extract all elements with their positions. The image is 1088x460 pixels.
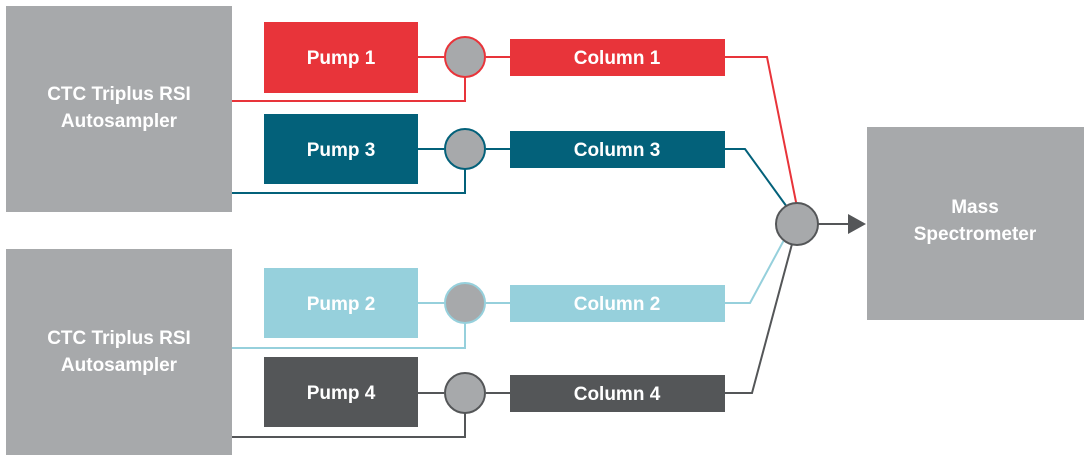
column-1-box (510, 39, 725, 76)
valve-icon (444, 372, 486, 414)
pump-3-label: Pump 3 (307, 140, 376, 161)
line-autosampler-valve-2 (232, 323, 466, 349)
connection-lines (232, 56, 850, 438)
pump-1-label: Pump 1 (307, 48, 376, 69)
merge-valve-icon (775, 202, 819, 246)
mass-spectrometer-label-line2: Spectrometer (914, 224, 1037, 245)
arrow-right-icon (848, 214, 866, 234)
column-4-box (510, 375, 725, 412)
column-1-label: Column 1 (574, 48, 661, 69)
valve-icon (444, 128, 486, 170)
line-column4-merge (725, 243, 793, 394)
column-3-label: Column 3 (574, 140, 661, 161)
column-4-label: Column 4 (574, 384, 661, 405)
autosampler-bottom-label-line1: CTC Triplus RSI (47, 328, 191, 349)
valve-icon (444, 36, 486, 78)
autosampler-top-label-line2: Autosampler (61, 111, 178, 132)
valve-icon (444, 282, 486, 324)
pump-2-box (264, 268, 418, 338)
pump-3-box (264, 114, 418, 184)
autosampler-top-box (6, 6, 232, 212)
line-autosampler-valve-1 (232, 76, 466, 102)
mass-spectrometer-box (867, 127, 1084, 320)
pump-1-box (264, 22, 418, 93)
autosampler-top-label-line1: CTC Triplus RSI (47, 84, 191, 105)
pump-4-label: Pump 4 (307, 383, 376, 404)
autosampler-bottom-box (6, 249, 232, 455)
column-2-box (510, 285, 725, 322)
column-2-label: Column 2 (574, 294, 661, 315)
line-autosampler-valve-4 (232, 413, 466, 438)
pump-4-box (264, 357, 418, 427)
line-column2-merge (725, 239, 785, 304)
mass-spectrometer-label-line1: Mass (951, 197, 999, 218)
line-autosampler-valve-3 (232, 168, 466, 194)
line-column3-merge (725, 148, 788, 208)
line-column1-merge (725, 56, 798, 208)
autosampler-bottom-label-line2: Autosampler (61, 355, 178, 376)
column-3-box (510, 131, 725, 168)
pump-2-label: Pump 2 (307, 294, 376, 315)
